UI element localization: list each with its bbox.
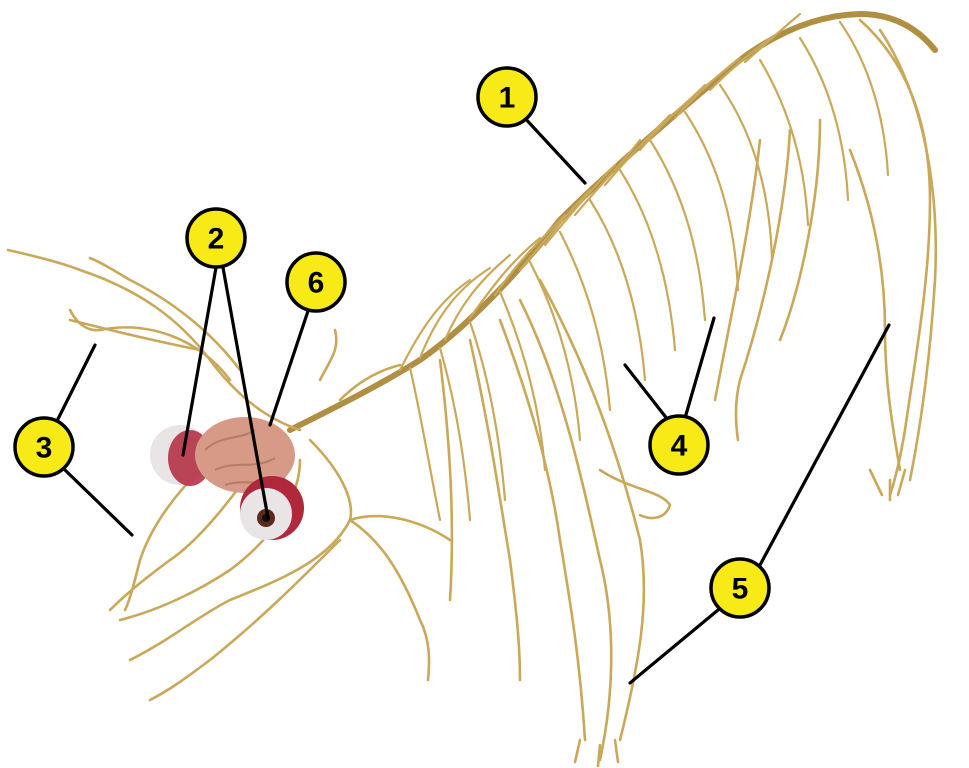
- callout-5: 5: [711, 559, 769, 617]
- leader-line-1: [522, 115, 585, 183]
- callout-6: 6: [287, 253, 345, 311]
- spinal-cord: [290, 14, 935, 430]
- front-limb-nerves: [440, 280, 670, 766]
- callout-2: 2: [187, 209, 245, 267]
- svg-text:6: 6: [308, 267, 325, 300]
- nerve-network: [8, 14, 936, 766]
- svg-text:5: 5: [732, 573, 749, 606]
- right-eye-icon: [240, 476, 304, 540]
- svg-text:4: 4: [671, 430, 688, 463]
- callout-1: 1: [478, 68, 536, 126]
- head-organs: [150, 417, 304, 540]
- svg-text:3: 3: [36, 432, 53, 465]
- leader-line-3a: [55, 345, 95, 425]
- callout-3: 3: [15, 418, 73, 476]
- leader-line-5a: [760, 325, 889, 565]
- leader-line-6: [270, 305, 310, 425]
- hind-limb-nerves: [715, 20, 936, 500]
- intercostal-nerves: [400, 14, 888, 520]
- leader-line-3b: [65, 470, 132, 535]
- leader-line-4b: [685, 318, 714, 418]
- callout-4: 4: [650, 416, 708, 474]
- svg-text:2: 2: [208, 223, 225, 256]
- svg-text:1: 1: [499, 82, 516, 115]
- leader-line-4a: [625, 365, 668, 420]
